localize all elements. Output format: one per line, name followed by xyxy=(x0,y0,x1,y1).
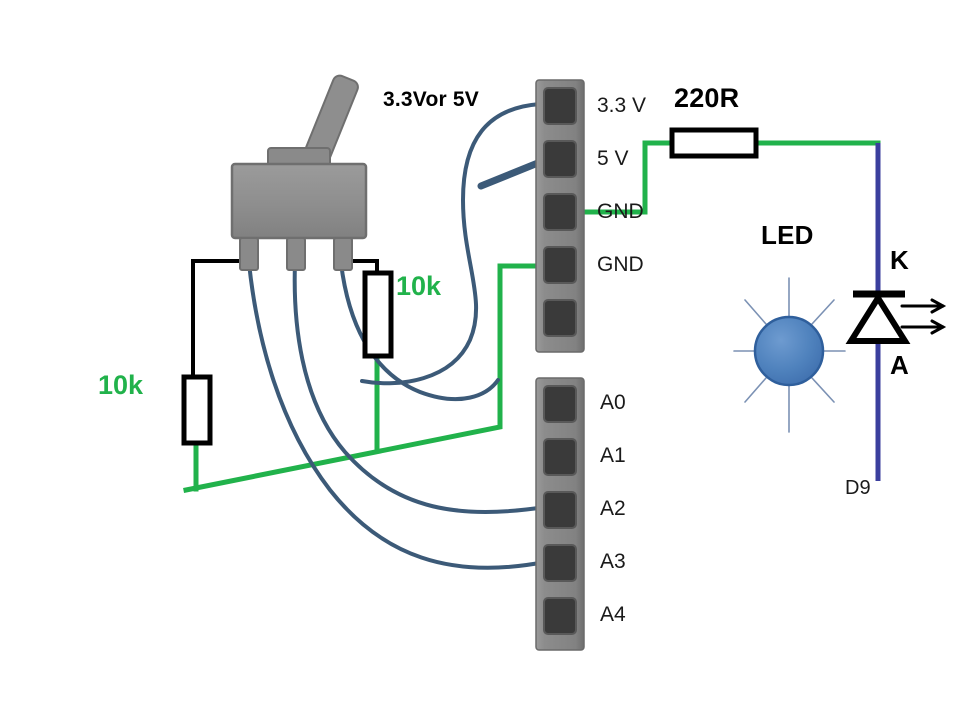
resistor-220r-label: 220R xyxy=(674,83,740,113)
pin-label-a1: A1 xyxy=(600,444,626,467)
pin-label-3v3: 3.3 V xyxy=(597,94,647,117)
analog-header-graphic[interactable] xyxy=(535,377,585,651)
pin-label-a0: A0 xyxy=(600,391,626,414)
wire-gnd-to-220r xyxy=(575,140,675,215)
led-title-label: LED xyxy=(761,220,814,250)
pin-label-gnd-1: GND xyxy=(597,200,644,223)
wire-switch-mid-to-a2 xyxy=(292,261,547,515)
resistor-10k-right-label: 10k xyxy=(396,271,442,301)
resistor-10k-left-label: 10k xyxy=(98,370,144,400)
toggle-switch-graphic[interactable] xyxy=(230,74,368,271)
cathode-label: K xyxy=(890,245,909,275)
power-header-graphic[interactable] xyxy=(535,79,585,353)
anode-label: A xyxy=(890,350,909,380)
resistor-220r-body xyxy=(669,127,759,159)
led-bulb xyxy=(753,315,825,387)
wire-switch-left-to-10k-left xyxy=(191,259,247,379)
pin-label-d9: D9 xyxy=(845,477,871,499)
wire-switch-left-to-a3 xyxy=(247,261,547,570)
blue-wire-group xyxy=(247,102,547,570)
pin-label-5v: 5 V xyxy=(597,147,629,170)
pin-label-a2: A2 xyxy=(600,497,626,520)
resistor-10k-right-body xyxy=(362,270,394,359)
pin-label-gnd-2: GND xyxy=(597,253,644,276)
pin-label-a4: A4 xyxy=(600,603,626,626)
wire-33v-supply xyxy=(360,102,542,386)
resistor-10k-left-body xyxy=(181,374,213,446)
supply-note-label: 3.3Vor 5V xyxy=(383,88,479,111)
led-diode-symbol xyxy=(845,290,947,344)
led-glow-illustration xyxy=(733,277,846,433)
pin-label-a3: A3 xyxy=(600,550,626,573)
black-wire-group xyxy=(191,259,379,379)
wire-switch-right-curve xyxy=(339,261,500,402)
